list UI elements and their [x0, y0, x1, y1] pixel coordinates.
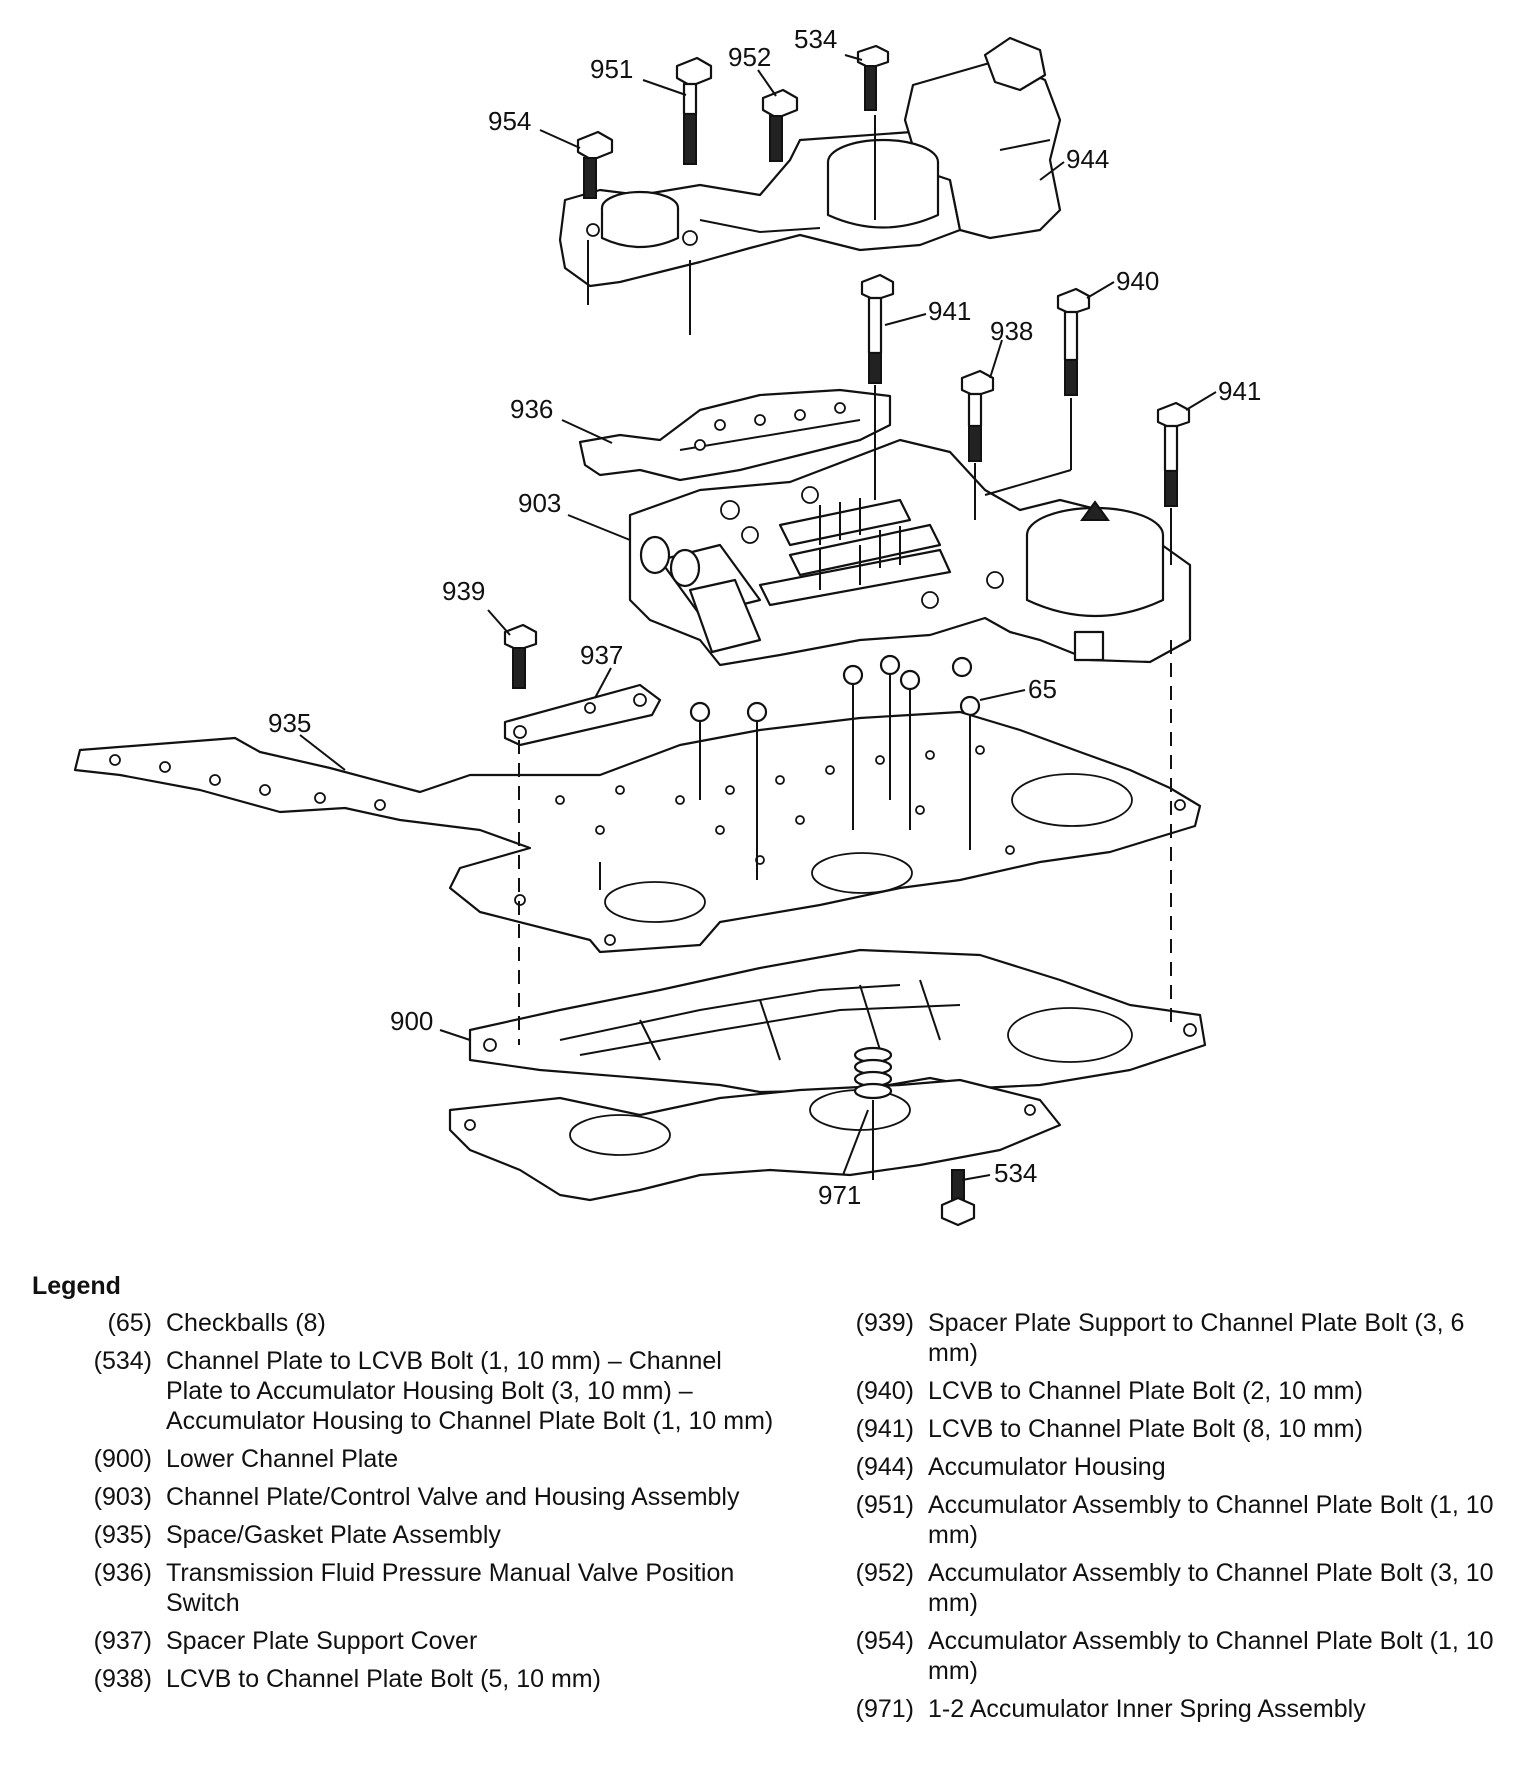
- legend-number: (937): [93, 1627, 152, 1655]
- callout-951: 951: [590, 54, 633, 84]
- legend-description: LCVB to Channel Plate Bolt (2, 10 mm): [928, 1377, 1363, 1405]
- callout-938: 938: [990, 316, 1033, 346]
- legend-number: (940): [855, 1377, 914, 1405]
- spacer-gasket-plate: [73, 710, 1202, 954]
- callout-937: 937: [580, 640, 623, 670]
- lower-channel-plate: [468, 948, 1207, 1094]
- legend-entry: (940) LCVB to Channel Plate Bolt (2, 10 …: [824, 1376, 1514, 1406]
- legend-entry: (938) LCVB to Channel Plate Bolt (5, 10 …: [62, 1664, 782, 1694]
- callout-939: 939: [442, 576, 485, 606]
- callout-534-bottom: 534: [994, 1158, 1037, 1188]
- legend-description: LCVB to Channel Plate Bolt (8, 10 mm): [928, 1415, 1363, 1443]
- callout-971: 971: [818, 1180, 861, 1210]
- callout-941-a: 941: [928, 296, 971, 326]
- legend-number: (971): [855, 1695, 914, 1723]
- bolt-951: [675, 56, 713, 165]
- bolt-941-b: [1156, 401, 1191, 507]
- legend-description: Accumulator Assembly to Channel Plate Bo…: [928, 1627, 1494, 1685]
- legend-title: Legend: [32, 1272, 121, 1300]
- control-valve-assembly: [628, 438, 1192, 667]
- legend-description: Lower Channel Plate: [166, 1445, 399, 1473]
- callout-936: 936: [510, 394, 553, 424]
- legend-description: Checkballs (8): [166, 1309, 326, 1337]
- bolt-954: [576, 130, 614, 199]
- legend-entry: (951) Accumulator Assembly to Channel Pl…: [824, 1490, 1514, 1550]
- legend-entry: (954) Accumulator Assembly to Channel Pl…: [824, 1626, 1514, 1686]
- legend-entry: (952) Accumulator Assembly to Channel Pl…: [824, 1558, 1514, 1618]
- spacer-plate-support-cover: [503, 683, 662, 747]
- bolt-940: [1056, 287, 1091, 396]
- legend-column-right: (939) Spacer Plate Support to Channel Pl…: [824, 1308, 1514, 1732]
- legend-number: (903): [93, 1483, 152, 1511]
- legend-entry: (937) Spacer Plate Support Cover: [62, 1626, 782, 1656]
- leader-lines: [299, 54, 1217, 1181]
- legend-number: (65): [107, 1309, 152, 1337]
- bolt-534-top: [856, 44, 890, 111]
- legend-number: (938): [93, 1665, 152, 1693]
- legend-description: Space/Gasket Plate Assembly: [166, 1521, 501, 1549]
- legend-column-left: (65) Checkballs (8) (534) Channel Plate …: [62, 1308, 782, 1702]
- bolt-534-bottom: [940, 1169, 976, 1227]
- legend-entry: (941) LCVB to Channel Plate Bolt (8, 10 …: [824, 1414, 1514, 1444]
- callout-65: 65: [1028, 674, 1057, 704]
- legend: Legend (65) Checkballs (8) (534) Channel…: [32, 1272, 1512, 1762]
- legend-entry: (900) Lower Channel Plate: [62, 1444, 782, 1474]
- legend-description: Channel Plate to LCVB Bolt (1, 10 mm) – …: [166, 1347, 774, 1435]
- legend-number: (954): [855, 1627, 914, 1655]
- legend-description: Spacer Plate Support to Channel Plate Bo…: [928, 1309, 1465, 1367]
- legend-entry: (534) Channel Plate to LCVB Bolt (1, 10 …: [62, 1346, 782, 1436]
- legend-entry: (903) Channel Plate/Control Valve and Ho…: [62, 1482, 782, 1512]
- bolt-941-a: [860, 273, 895, 384]
- legend-description: Channel Plate/Control Valve and Housing …: [166, 1483, 740, 1511]
- legend-entry: (935) Space/Gasket Plate Assembly: [62, 1520, 782, 1550]
- legend-number: (936): [93, 1559, 152, 1587]
- legend-entry: (971) 1-2 Accumulator Inner Spring Assem…: [824, 1694, 1514, 1724]
- legend-entry: (944) Accumulator Housing: [824, 1452, 1514, 1482]
- bolt-938: [960, 369, 995, 462]
- legend-description: Spacer Plate Support Cover: [166, 1627, 478, 1655]
- callout-940: 940: [1116, 266, 1159, 296]
- legend-number: (952): [855, 1559, 914, 1587]
- callout-944: 944: [1066, 144, 1109, 174]
- legend-number: (534): [93, 1347, 152, 1375]
- legend-number: (944): [855, 1453, 914, 1481]
- callout-935: 935: [268, 708, 311, 738]
- lower-channel-plate-base: [448, 1078, 1062, 1202]
- legend-number: (900): [93, 1445, 152, 1473]
- legend-description: Accumulator Housing: [928, 1453, 1166, 1481]
- bolt-952: [761, 88, 799, 162]
- legend-description: 1-2 Accumulator Inner Spring Assembly: [928, 1695, 1366, 1723]
- legend-number: (935): [93, 1521, 152, 1549]
- callout-954: 954: [488, 106, 531, 136]
- accumulator-spring: [853, 1046, 893, 1100]
- legend-entry: (936) Transmission Fluid Pressure Manual…: [62, 1558, 782, 1618]
- legend-number: (939): [855, 1309, 914, 1337]
- exploded-view-diagram: 951 952 534 954 944 941 940 938 941 936 …: [73, 24, 1261, 1227]
- legend-description: Accumulator Assembly to Channel Plate Bo…: [928, 1559, 1494, 1617]
- legend-description: LCVB to Channel Plate Bolt (5, 10 mm): [166, 1665, 601, 1693]
- accumulator-housing: [558, 36, 1062, 288]
- legend-number: (941): [855, 1415, 914, 1443]
- alignment-lines: [518, 115, 1172, 1180]
- legend-description: Accumulator Assembly to Channel Plate Bo…: [928, 1491, 1494, 1549]
- bolt-939: [503, 623, 538, 689]
- legend-entry: (939) Spacer Plate Support to Channel Pl…: [824, 1308, 1514, 1368]
- callout-952: 952: [728, 42, 771, 72]
- callout-941-b: 941: [1218, 376, 1261, 406]
- callout-534-top: 534: [794, 24, 837, 54]
- callout-903: 903: [518, 488, 561, 518]
- legend-entry: (65) Checkballs (8): [62, 1308, 782, 1338]
- callout-900: 900: [390, 1006, 433, 1036]
- valve-spools: [819, 498, 901, 590]
- pressure-switch: [578, 388, 892, 482]
- legend-description: Transmission Fluid Pressure Manual Valve…: [166, 1559, 735, 1617]
- legend-number: (951): [855, 1491, 914, 1519]
